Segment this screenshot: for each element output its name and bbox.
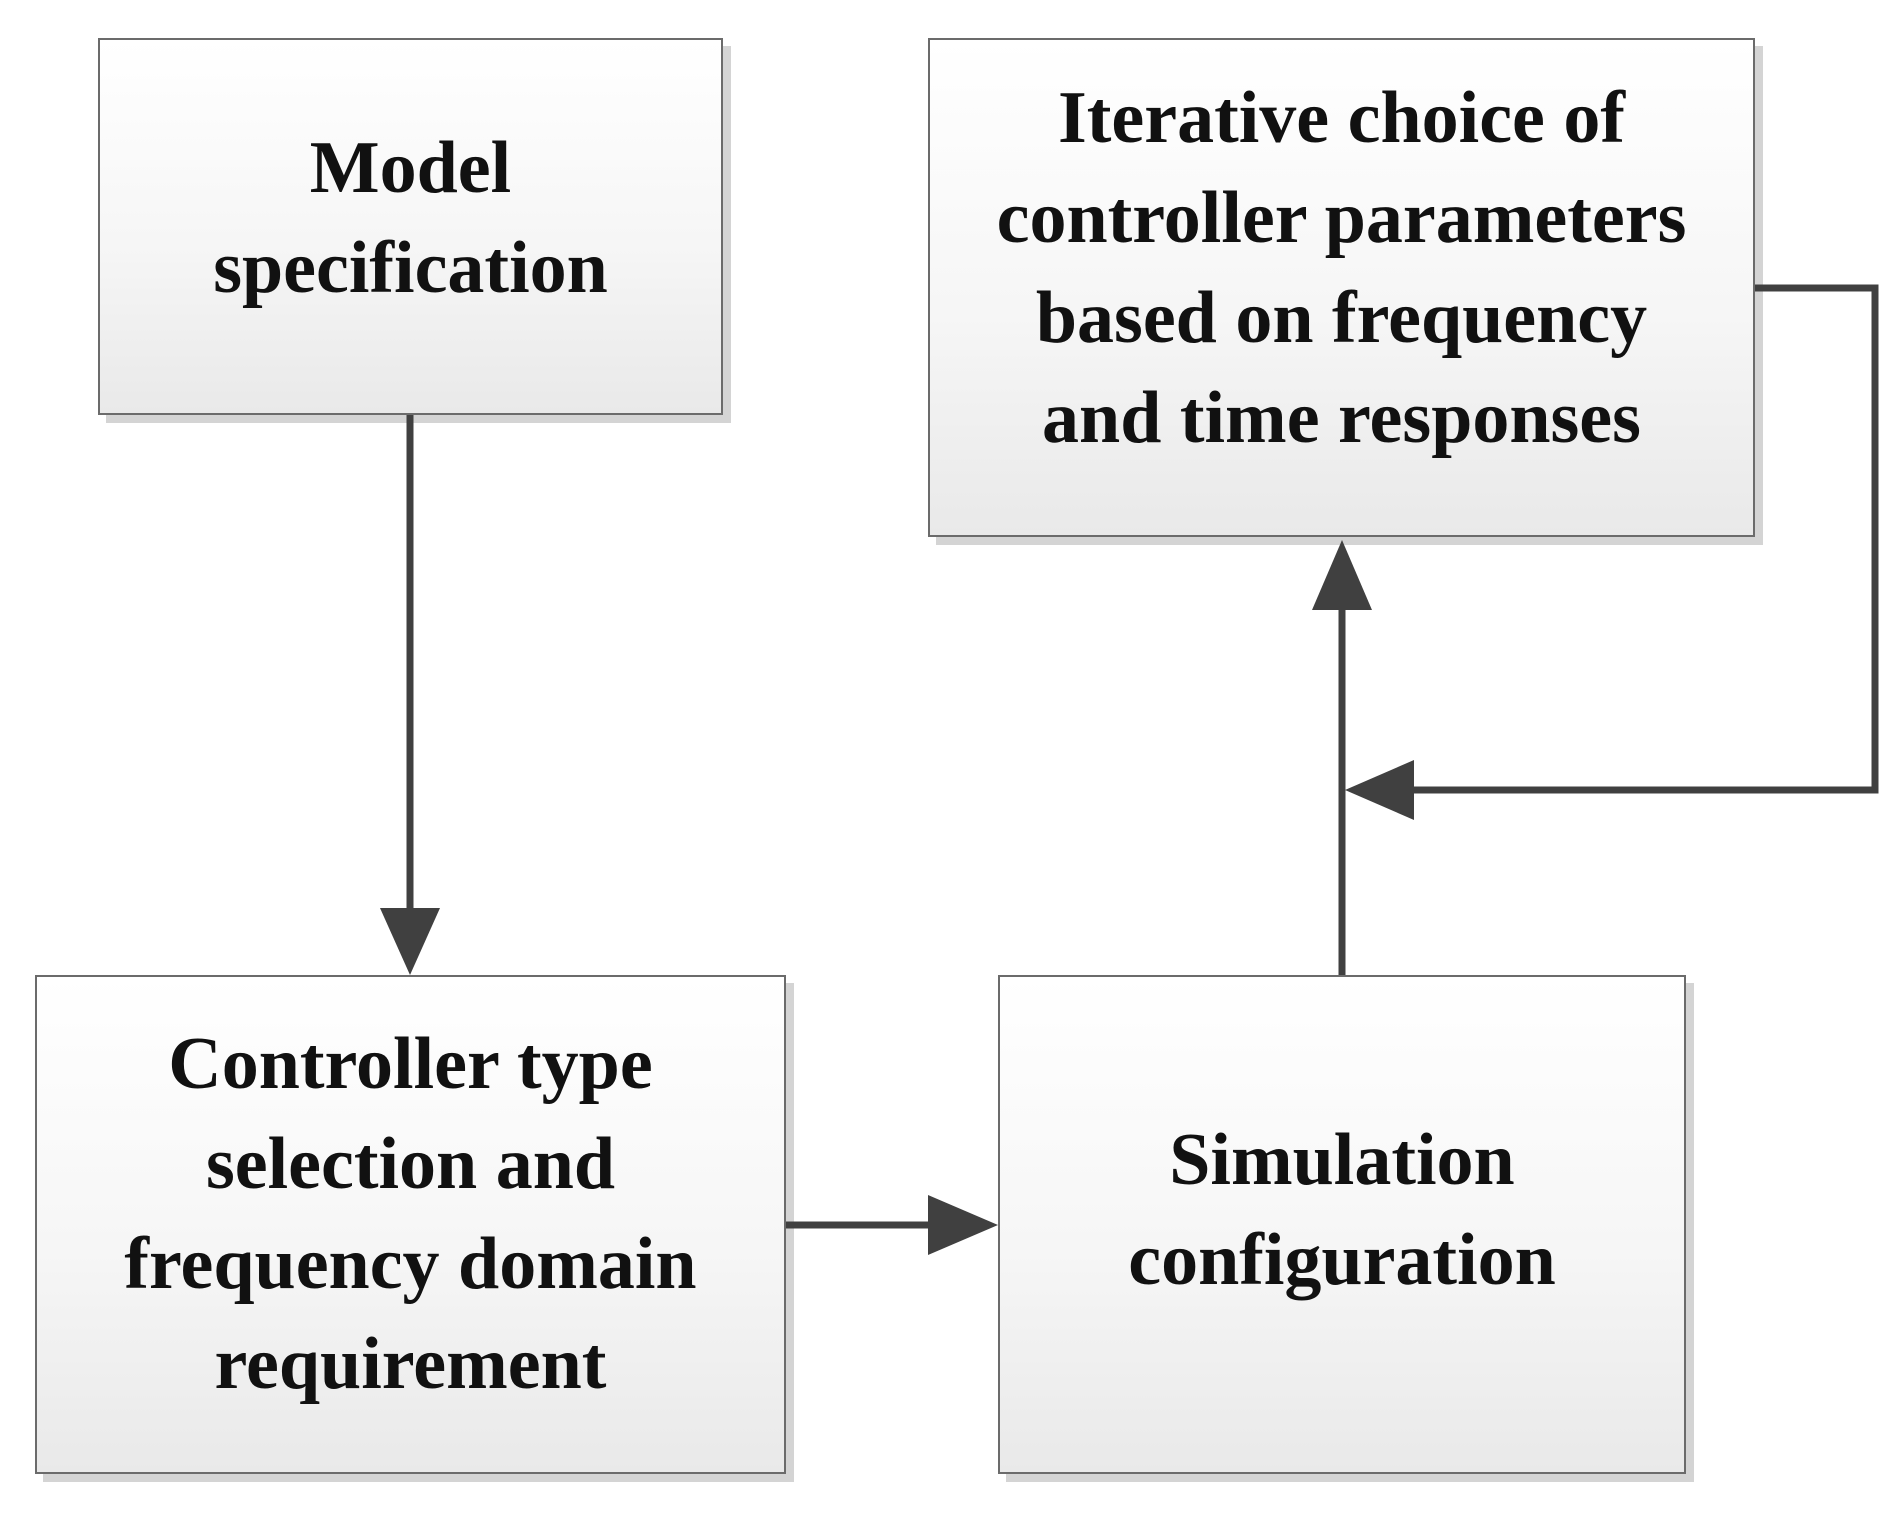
- edge-simulation-to-iterative: [1312, 540, 1372, 975]
- node-iterative-choice: Iterative choice of controller parameter…: [928, 38, 1755, 537]
- node-label-simulation-configuration: Simulation configuration: [1128, 1118, 1556, 1301]
- node-label-model-specification: Model specification: [213, 126, 608, 309]
- node-label-iterative-choice: Iterative choice of controller parameter…: [996, 76, 1687, 459]
- edge-feedback-loop: [1345, 284, 1879, 820]
- node-simulation-configuration: Simulation configuration: [998, 975, 1686, 1474]
- node-controller-type-selection: Controller type selection and frequency …: [35, 975, 786, 1474]
- edge-controller-to-simulation: [786, 1195, 998, 1255]
- edge-model-to-controller: [380, 415, 440, 975]
- node-label-controller-type-selection: Controller type selection and frequency …: [124, 1022, 697, 1405]
- node-model-specification: Model specification: [98, 38, 723, 415]
